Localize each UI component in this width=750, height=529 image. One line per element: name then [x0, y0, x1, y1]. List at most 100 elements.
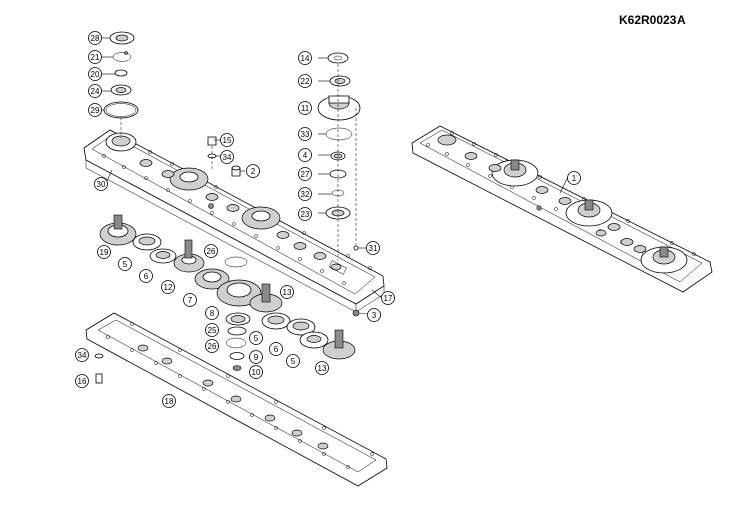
callout-6: 6	[269, 342, 283, 356]
callout-number: 15	[223, 136, 232, 145]
callout-number: 21	[91, 53, 100, 62]
callout-28: 28	[88, 31, 102, 45]
callout-bubble	[94, 177, 108, 191]
callout-number: 10	[252, 368, 261, 377]
callout-number: 11	[301, 104, 310, 113]
exploded-housing-top	[83, 129, 385, 313]
callout-number: 5	[123, 260, 128, 269]
callout-number: 34	[223, 153, 232, 162]
callout-22: 22	[298, 74, 312, 88]
callout-number: 13	[318, 364, 327, 373]
callout-23: 23	[298, 207, 312, 221]
callout-bubble	[220, 133, 234, 147]
callout-6: 6	[139, 269, 153, 283]
cover-plate	[85, 312, 388, 487]
callout-bubble	[118, 257, 132, 271]
callout-12: 12	[161, 280, 175, 294]
callout-7: 7	[183, 293, 197, 307]
callout-33: 33	[298, 127, 312, 141]
callout-bubble	[139, 269, 153, 283]
left-bearing-stack	[103, 31, 139, 138]
callout-number: 27	[301, 170, 310, 179]
callout-bubble	[286, 354, 300, 368]
callout-number: 31	[369, 244, 378, 253]
callout-21: 21	[88, 50, 102, 64]
callout-bubble	[88, 84, 102, 98]
callout-number: 12	[164, 283, 173, 292]
callout-number: 13	[283, 288, 292, 297]
callout-number: 3	[372, 311, 377, 320]
callout-16: 16	[75, 374, 89, 388]
callout-bubble	[75, 374, 89, 388]
callout-bubble	[381, 291, 395, 305]
callout-bubble	[88, 31, 102, 45]
callout-bubble	[298, 187, 312, 201]
callout-bubble	[367, 308, 381, 322]
callout-number: 16	[78, 377, 87, 386]
callout-1: 1	[567, 171, 581, 185]
callout-24: 24	[88, 84, 102, 98]
callout-number: 26	[207, 247, 216, 256]
right-bearing-stack	[317, 52, 361, 260]
callout-13: 13	[315, 361, 329, 375]
callout-layer: 2821202429153423014221133427322331173195…	[75, 31, 581, 408]
callout-17: 17	[381, 291, 395, 305]
callout-26: 26	[205, 339, 219, 353]
callout-29: 29	[88, 103, 102, 117]
callout-bubble	[298, 101, 312, 115]
callout-number: 1	[572, 174, 577, 183]
callout-bubble	[269, 342, 283, 356]
callout-31: 31	[366, 241, 380, 255]
callout-number: 25	[208, 326, 217, 335]
callout-number: 5	[291, 357, 296, 366]
callout-number: 30	[97, 180, 106, 189]
callout-number: 6	[274, 345, 279, 354]
callout-number: 4	[303, 151, 308, 160]
callout-number: 2	[251, 167, 256, 176]
callout-number: 5	[254, 334, 259, 343]
callout-bubble	[249, 350, 263, 364]
callout-bubble	[162, 394, 176, 408]
callout-5: 5	[286, 354, 300, 368]
callout-bubble	[567, 171, 581, 185]
drawing-code: K62R0023	[619, 13, 677, 27]
callout-number: 20	[91, 70, 100, 79]
callout-number: 26	[208, 342, 217, 351]
callout-bubble	[315, 361, 329, 375]
callout-bubble	[298, 167, 312, 181]
assembled-housing	[411, 125, 713, 293]
hub-1	[491, 159, 539, 187]
callout-19: 19	[97, 245, 111, 259]
callout-bubble	[298, 74, 312, 88]
callout-4: 4	[298, 148, 312, 162]
callout-number: 23	[301, 210, 310, 219]
callout-27: 27	[298, 167, 312, 181]
callout-2: 2	[246, 164, 260, 178]
callout-30: 30	[94, 177, 108, 191]
callout-32: 32	[298, 187, 312, 201]
callout-3: 3	[367, 308, 381, 322]
callout-number: 33	[301, 130, 310, 139]
callout-9: 9	[249, 350, 263, 364]
callout-number: 29	[91, 106, 100, 115]
callout-number: 22	[301, 77, 310, 86]
leader-lines	[102, 37, 569, 315]
callout-number: 18	[165, 397, 174, 406]
callout-number: 19	[100, 248, 109, 257]
callout-number: 8	[210, 309, 215, 318]
callout-8: 8	[205, 306, 219, 320]
callout-bubble	[298, 51, 312, 65]
screw-stack	[207, 136, 241, 209]
revision-letter: A	[677, 13, 686, 27]
callout-bubble	[298, 148, 312, 162]
callout-26: 26	[204, 244, 218, 258]
hub-3	[640, 246, 688, 274]
callout-number: 32	[301, 190, 310, 199]
callout-13: 13	[280, 285, 294, 299]
callout-bubble	[75, 348, 89, 362]
callout-number: 14	[301, 54, 310, 63]
callout-bubble	[183, 293, 197, 307]
callout-bubble	[97, 245, 111, 259]
callout-20: 20	[88, 67, 102, 81]
callout-34: 34	[220, 150, 234, 164]
